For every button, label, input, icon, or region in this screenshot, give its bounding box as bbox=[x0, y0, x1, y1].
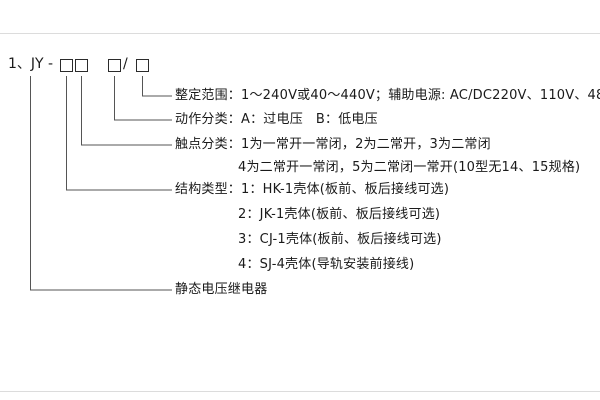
model-slash: / bbox=[123, 56, 128, 72]
action-class-label: 动作分类：A：过电压 B：低电压 bbox=[175, 112, 378, 127]
contact-class-label-line2: 4为二常开一常闭，5为二常闭一常开(10型无14、15规格) bbox=[238, 160, 581, 175]
bottom-border-rule bbox=[0, 391, 600, 392]
top-border-rule bbox=[0, 33, 600, 34]
structure-type-label-line4: 4：SJ-4壳体(导轨安装前接线) bbox=[238, 257, 415, 272]
range-label: 整定范围：1～240V或40～440V；辅助电源: AC/DC220V、110V… bbox=[175, 88, 600, 103]
connector-structure bbox=[66, 76, 172, 191]
model-box-range bbox=[136, 59, 149, 72]
connector-range bbox=[142, 76, 172, 97]
structure-type-label-line2: 2：JK-1壳体(板前、板后接线可选) bbox=[238, 207, 441, 222]
model-prefix: 1、JY - bbox=[8, 56, 58, 72]
contact-class-label-line1: 触点分类：1为一常开一常闭，2为二常开，3为二常闭 bbox=[175, 137, 491, 152]
connector-contact bbox=[81, 76, 172, 146]
connector-action bbox=[114, 76, 172, 121]
model-box-action-type bbox=[108, 59, 121, 72]
device-name-label: 静态电压继电器 bbox=[175, 282, 268, 297]
structure-type-label-line3: 3：CJ-1壳体(板前、板后接线可选) bbox=[238, 232, 442, 247]
structure-type-label-line1: 结构类型：1：HK-1壳体(板前、板后接线可选) bbox=[175, 182, 450, 197]
model-box-contact-type bbox=[75, 59, 88, 72]
model-box-structure-type bbox=[60, 59, 73, 72]
connector-device-name bbox=[30, 76, 172, 291]
